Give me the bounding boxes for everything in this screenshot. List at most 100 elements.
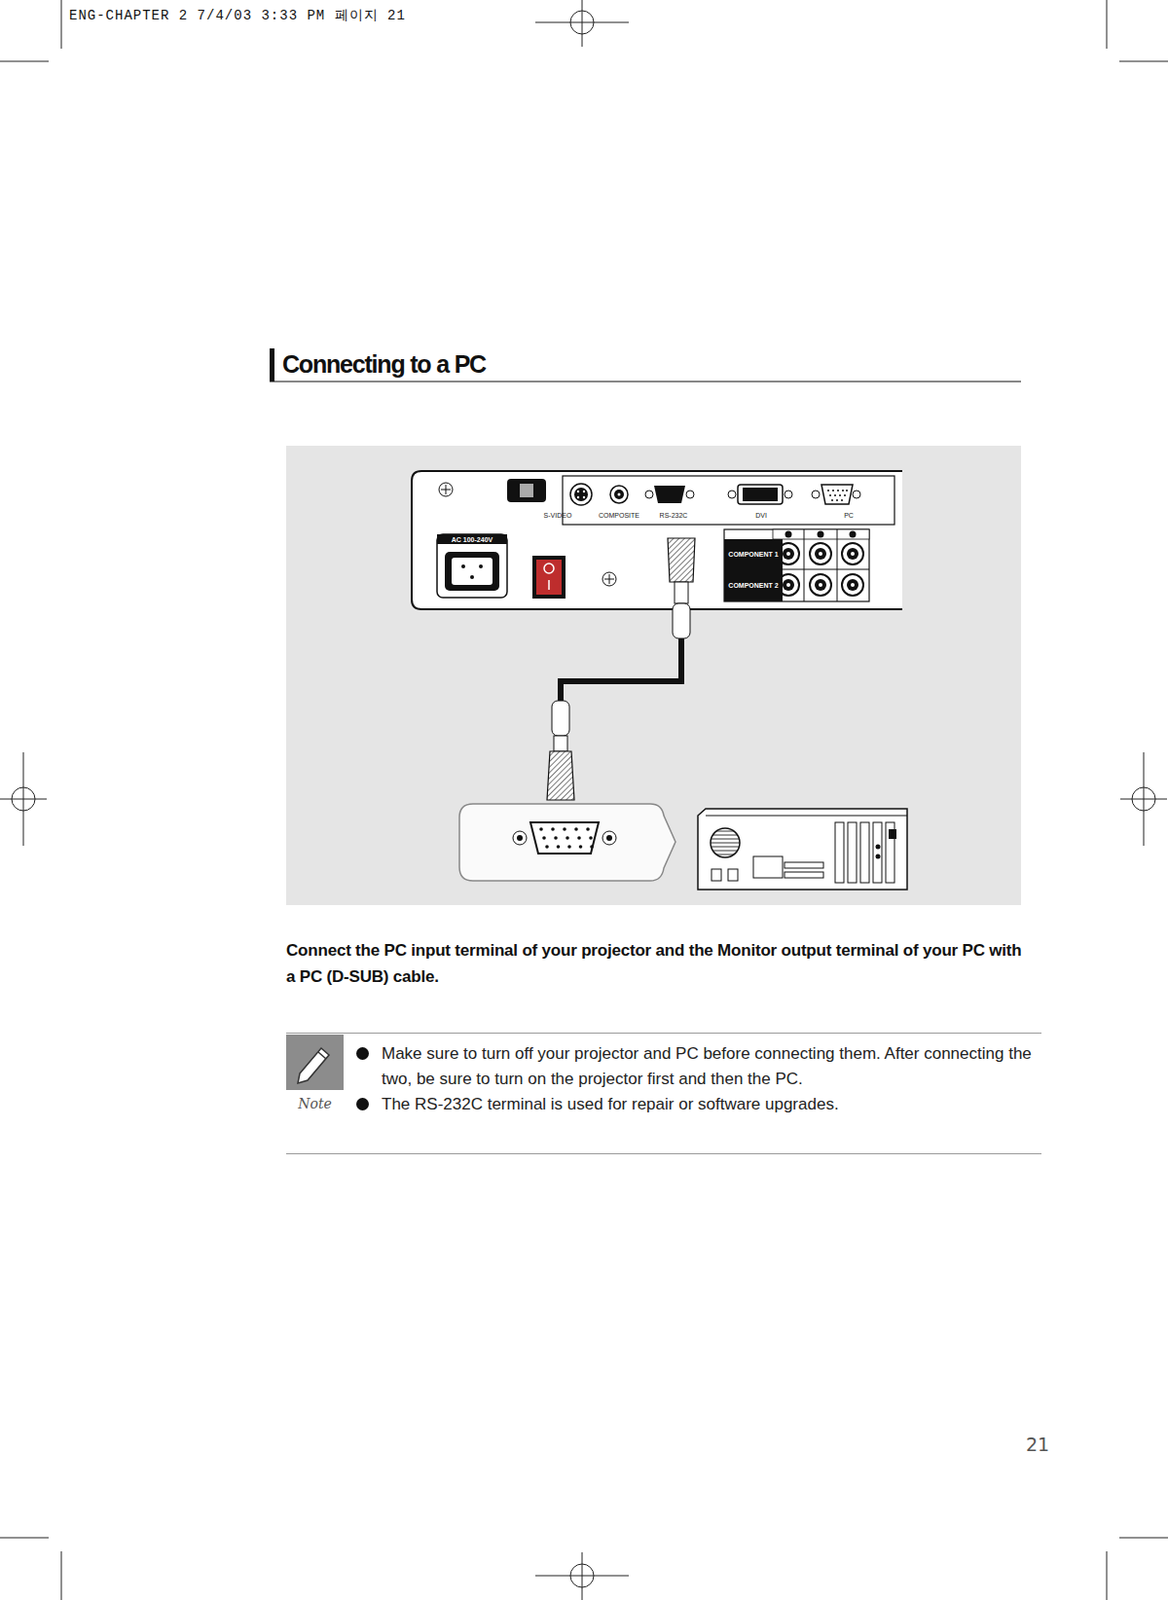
pc-port-part-part bbox=[829, 494, 832, 497]
rs232c-port-part bbox=[645, 490, 654, 499]
component-label: COMPONENT 2 bbox=[724, 569, 783, 602]
port-label: RS-232C bbox=[654, 511, 694, 519]
screw-part bbox=[609, 574, 611, 584]
component-block-part-part bbox=[818, 551, 823, 556]
pc-port-part bbox=[827, 489, 848, 502]
tag-text: AC 100-240V bbox=[449, 536, 495, 544]
component-block-part bbox=[849, 531, 857, 539]
projector-back-panel-part bbox=[411, 471, 903, 610]
tag-text: COMPONENT 2 bbox=[726, 582, 780, 589]
component-block-part-part bbox=[782, 547, 795, 560]
note-item: The RS-232C terminal is used for repair … bbox=[381, 1092, 1044, 1118]
component-block-part bbox=[724, 529, 870, 602]
component-label: COMPONENT 1 bbox=[724, 539, 783, 570]
callout-bubble-part-part bbox=[567, 844, 572, 849]
pc-rear-part bbox=[784, 872, 824, 878]
pc-port-part-part bbox=[832, 489, 835, 492]
pc-port-part-part bbox=[836, 499, 839, 502]
screw bbox=[438, 482, 453, 497]
composite-port bbox=[610, 485, 628, 504]
note-word: Note bbox=[286, 1095, 344, 1112]
instruction-text: Connect the PC input terminal of your pr… bbox=[286, 937, 1026, 990]
rs232c-port-part bbox=[686, 490, 694, 499]
note-list: Make sure to turn off your projector and… bbox=[381, 1041, 1044, 1118]
projector-back-panel-part bbox=[470, 575, 475, 580]
pc-rear-part bbox=[728, 869, 738, 881]
cable bbox=[547, 538, 695, 801]
power-inlet bbox=[437, 534, 508, 598]
bullet-dot bbox=[356, 1047, 369, 1060]
cable-part bbox=[674, 582, 689, 604]
crop-marks-part bbox=[61, 1551, 63, 1600]
dvi-port-part bbox=[742, 487, 778, 502]
crop-marks-part bbox=[0, 61, 49, 63]
dvi-port-part bbox=[784, 490, 793, 499]
crop-marks-part bbox=[1106, 0, 1108, 49]
crop-marks-part bbox=[0, 1537, 49, 1539]
screw-part bbox=[602, 572, 617, 586]
component-block-part-part bbox=[846, 547, 859, 560]
pc-rear-part-part bbox=[835, 822, 844, 883]
projector-back-panel-part bbox=[544, 563, 554, 574]
dvi-port-part bbox=[728, 490, 736, 499]
title-rule-part bbox=[269, 348, 275, 382]
lock-slot bbox=[519, 483, 534, 498]
pc-port-part-part bbox=[840, 499, 843, 502]
callout-bubble-part bbox=[602, 831, 617, 845]
port-label: PC bbox=[834, 511, 864, 519]
callout-bubble-part-part bbox=[550, 827, 555, 832]
component-block-part-part bbox=[809, 543, 832, 565]
component-block-part-part bbox=[786, 551, 791, 556]
component-block-part-part bbox=[846, 579, 859, 591]
power-switch bbox=[536, 559, 562, 595]
component-block-part-part bbox=[850, 551, 855, 556]
component-block-part-part bbox=[841, 543, 864, 565]
s-video-port-part bbox=[570, 483, 592, 506]
port-label: DVI bbox=[746, 511, 776, 519]
callout-bubble-part-part bbox=[589, 844, 594, 849]
cable-part bbox=[667, 538, 695, 583]
callout-bubble-part-part bbox=[574, 827, 579, 832]
screw-part bbox=[438, 482, 453, 497]
crop-marks-part bbox=[1119, 1537, 1168, 1539]
power-inlet bbox=[451, 557, 493, 585]
note-text: The RS-232C terminal is used for repair … bbox=[381, 1095, 840, 1114]
cable-part bbox=[551, 700, 570, 736]
component-block-part-part bbox=[786, 583, 791, 587]
component-block-part bbox=[785, 531, 793, 539]
pc-port-part-part bbox=[843, 494, 846, 497]
component-block-part bbox=[777, 543, 864, 596]
cable-part bbox=[672, 603, 691, 639]
bullet-dot bbox=[356, 1097, 369, 1111]
projector-back-panel-part bbox=[547, 580, 550, 590]
crop-marks-part bbox=[61, 0, 63, 49]
power-inlet bbox=[444, 551, 500, 591]
component-block-part-part bbox=[850, 583, 855, 587]
s-video-port-part bbox=[577, 496, 580, 499]
note-icon-part bbox=[286, 1034, 344, 1091]
crop-marks-part bbox=[582, 1552, 584, 1600]
pc-rear-part-part bbox=[888, 829, 897, 840]
callout-bubble-part-part bbox=[545, 844, 549, 849]
callout-bubble-part-part bbox=[579, 844, 584, 849]
pc-rear-part-part bbox=[873, 822, 882, 883]
crop-marks-part bbox=[1119, 61, 1168, 63]
component-block bbox=[724, 529, 870, 602]
note-icon-part bbox=[297, 1048, 329, 1084]
component-block-part-part bbox=[809, 574, 832, 596]
screw-part bbox=[445, 484, 447, 495]
callout-bubble-part-part bbox=[553, 836, 558, 840]
crop-marks-part bbox=[1106, 1551, 1108, 1600]
note-item: Make sure to turn off your projector and… bbox=[381, 1041, 1044, 1093]
pc-rear-part-part bbox=[876, 844, 881, 850]
pc-port-part bbox=[821, 484, 853, 505]
pc-rear-part bbox=[697, 808, 908, 890]
cable-part bbox=[553, 735, 568, 752]
pc-port-part-part bbox=[831, 499, 834, 502]
pc-port-part-part bbox=[841, 489, 844, 492]
pc-rear-part-part bbox=[876, 854, 881, 860]
title-rule bbox=[269, 348, 1022, 382]
composite-port-part bbox=[614, 489, 624, 500]
